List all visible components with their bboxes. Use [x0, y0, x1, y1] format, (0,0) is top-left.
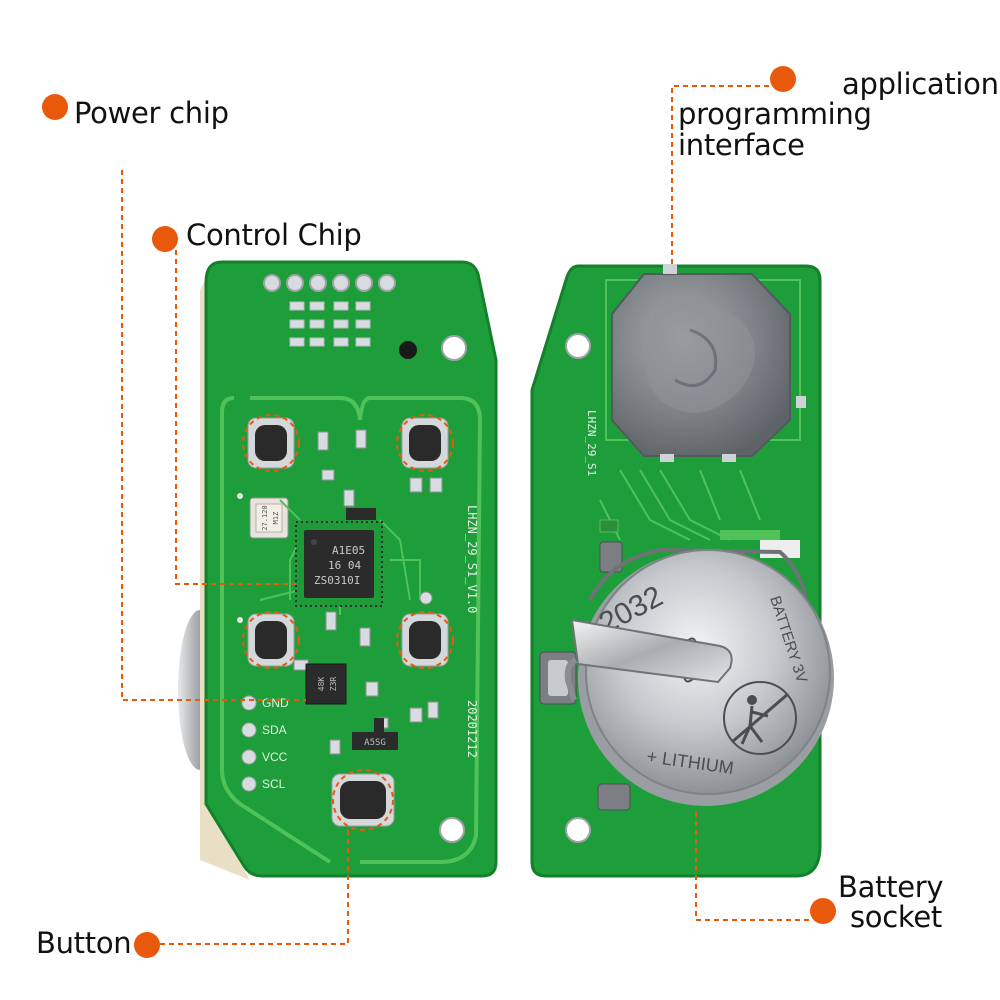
battery-clip — [564, 618, 733, 701]
mount-hole — [441, 335, 467, 361]
control-chip-mark-3: ZS0310I — [314, 574, 360, 587]
callout-dot-api — [770, 66, 796, 92]
right-mount-hole-top — [565, 333, 591, 359]
control-chip: A1E05 16 04 ZS0310I — [295, 521, 383, 607]
safety-warning-icon — [723, 681, 797, 755]
callout-lines — [121, 85, 812, 945]
programming-header-holes — [263, 274, 396, 292]
pad-label-gnd: GND — [262, 696, 289, 710]
left-board: 27.120 M1Z A1E05 16 04 ZS0310I — [178, 260, 498, 880]
label-button: Button — [36, 926, 132, 960]
mount-hole-bottom — [439, 817, 465, 843]
tactile-button-mid-left — [242, 611, 300, 669]
tactile-button-bottom — [331, 769, 395, 831]
callout-button — [160, 830, 349, 945]
sot-transistor — [346, 508, 376, 520]
callout-dot-control-chip — [152, 226, 178, 252]
callout-dot-power-chip — [42, 94, 68, 120]
crystal-mark-1: 27.120 — [261, 505, 269, 530]
potted-chip — [611, 264, 806, 462]
right-mount-hole-bottom — [565, 817, 591, 843]
crystal-oscillator: 27.120 M1Z — [249, 497, 289, 539]
regulator-mark: A5SG — [364, 738, 386, 748]
regulator: A5SG — [352, 718, 398, 750]
label-power-chip: Power chip — [74, 96, 229, 130]
right-board: LHZN_29_S1 2032 — [530, 264, 834, 878]
tactile-button-mid-right — [396, 611, 454, 669]
tactile-button-top-right — [396, 414, 454, 472]
resistor-array — [289, 301, 371, 347]
crystal-mark-2: M1Z — [272, 512, 280, 525]
callout-power-chip — [121, 170, 306, 701]
right-board-silkscreen-id: LHZN_29_S1 — [585, 410, 598, 476]
callout-dot-battery-socket — [810, 898, 836, 924]
right-board-traces — [599, 469, 761, 541]
power-chip: 48K Z3R — [305, 663, 347, 705]
label-api-line2: programming interface — [678, 97, 872, 162]
callout-dot-button — [134, 932, 160, 958]
test-point — [419, 591, 433, 605]
control-chip-mark-2: 16 04 — [328, 559, 361, 572]
tactile-button-top-left — [242, 414, 300, 472]
pad-label-scl: SCL — [262, 777, 286, 791]
left-board-silkscreen-id: LHZN_29_S1_V1.0 — [465, 505, 479, 613]
left-board-date-code: 20201212 — [465, 700, 479, 758]
label-control-chip: Control Chip — [186, 218, 362, 252]
white-tab — [760, 540, 800, 558]
callout-api — [671, 85, 770, 264]
pad-label-sda: SDA — [262, 723, 287, 737]
callout-control-chip — [175, 250, 296, 585]
power-chip-mark-2: Z3R — [329, 677, 338, 692]
power-chip-mark-1: 48K — [317, 677, 326, 692]
label-api-line1: application — [842, 67, 999, 101]
label-battery-line1: Battery — [838, 870, 944, 904]
pad-label-vcc: VCC — [262, 750, 288, 764]
board-outline-trace — [220, 396, 483, 864]
via-dark — [399, 341, 417, 359]
callout-battery-socket — [695, 812, 812, 921]
label-battery-line2: socket — [850, 900, 942, 934]
control-chip-mark-1: A1E05 — [332, 544, 365, 557]
